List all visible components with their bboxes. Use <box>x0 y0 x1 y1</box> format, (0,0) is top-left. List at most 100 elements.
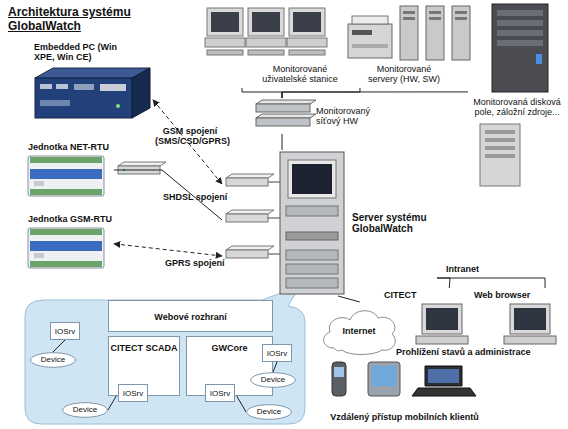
server-rack-part <box>286 250 338 260</box>
workstations <box>205 8 327 55</box>
disk-arrays-part <box>497 30 543 36</box>
embedded-pc-part <box>116 104 120 108</box>
server-modems-part <box>226 210 274 214</box>
workstations-part <box>289 8 325 36</box>
ellipse-outline <box>31 353 76 368</box>
mobile-devices-part <box>425 366 462 386</box>
node-label: IOSrv <box>119 389 147 398</box>
device-node: Jednotka GSM-RTU <box>22 212 114 272</box>
process-box: IOSrv <box>118 384 148 402</box>
servers-part <box>429 11 441 14</box>
workstations-part <box>211 12 239 32</box>
servers-part <box>403 11 415 14</box>
mobile-devices <box>332 362 476 396</box>
disk-arrays-part <box>485 130 515 134</box>
embedded-pc-part <box>100 84 126 91</box>
server-modems <box>226 174 280 258</box>
net-rtu-unit-part <box>34 181 44 186</box>
node-label: IOSrv <box>51 327 79 336</box>
servers-part <box>352 44 388 48</box>
device-node: Monitorované uživatelské stanice <box>200 2 340 88</box>
mobile-devices-part <box>412 388 476 396</box>
client-computers-part <box>510 304 550 334</box>
connector-line <box>282 92 468 98</box>
disk-arrays-part <box>497 10 543 16</box>
embedded-pc-part <box>35 68 150 78</box>
disk-arrays-part <box>536 54 542 64</box>
client-computers-part <box>504 336 556 344</box>
callout-bubble <box>25 286 305 424</box>
workstations-part <box>287 38 327 47</box>
device-node: Server systému GlobalWatch <box>222 150 437 296</box>
workstations-part <box>205 38 245 47</box>
node-label: Monitorovaný síťový HW <box>316 106 390 126</box>
node-label: IOSrv <box>206 389 234 398</box>
servers-part <box>348 24 392 58</box>
ellipse-outline <box>251 373 296 388</box>
process-box: IOSrv <box>262 344 292 362</box>
ellipse-outline <box>247 405 292 420</box>
device-node: Monitorovaný síťový HW <box>250 98 390 134</box>
embedded-pc-part <box>74 84 94 90</box>
servers-part <box>403 17 415 20</box>
server-modems-part <box>268 182 280 183</box>
connector-line <box>242 88 282 98</box>
client-computers <box>416 304 556 344</box>
device-node: CITECT <box>380 288 474 346</box>
disk-arrays-part <box>497 20 543 26</box>
workstations-part <box>246 38 286 47</box>
free-label: Prohlížení stavů a administrace <box>396 347 566 357</box>
node-label: Internet <box>318 326 400 336</box>
workstations-part <box>248 50 284 55</box>
node-label: Device <box>246 407 292 416</box>
device-node: Web browser <box>474 288 564 346</box>
node-label: Vzdálený přístup mobilních klientů <box>322 412 487 422</box>
node-label: Device <box>250 375 296 384</box>
mobile-devices-part <box>334 367 344 377</box>
node-label: IOSrv <box>263 349 291 358</box>
gsm-rtu-unit <box>28 228 104 268</box>
servers-part <box>352 30 372 35</box>
gsm-rtu-unit-part <box>30 229 102 235</box>
node-label: Device <box>30 355 76 364</box>
server-rack-part <box>286 232 338 240</box>
net-rtu-unit <box>28 156 104 196</box>
servers-part <box>429 17 441 20</box>
client-computers-part <box>514 308 546 330</box>
server-modems-part <box>268 218 280 219</box>
network-switches-part <box>256 100 316 104</box>
disk-arrays-part <box>492 4 548 92</box>
disk-arrays-part <box>480 124 520 186</box>
servers-part <box>352 16 388 24</box>
connector-line <box>437 278 450 288</box>
node-label: Webové rozhraní <box>109 312 272 322</box>
node-label: Embedded PC (Win XPE, Win CE) <box>34 42 126 62</box>
gsm-rtu-unit-part <box>30 241 102 251</box>
node-label: Web browser <box>474 290 544 300</box>
servers-part <box>400 6 418 60</box>
servers-part <box>455 11 467 14</box>
server-rack <box>280 152 344 294</box>
disk-arrays-part <box>485 154 515 158</box>
disk-arrays-part <box>485 138 515 142</box>
device-node: Jednotka NET-RTU <box>22 140 114 200</box>
network-switches-part <box>256 104 310 112</box>
mobile-devices-part <box>372 366 396 386</box>
gsm-rtu-unit-part <box>30 261 102 267</box>
mobile-devices-part <box>428 369 459 383</box>
node-label: Monitorovaná disková pole, záložní zdroj… <box>468 97 566 117</box>
network-switches-part <box>256 114 316 118</box>
server-rack-part <box>288 160 336 198</box>
modem-part <box>118 162 166 166</box>
disk-arrays-part <box>485 146 515 150</box>
server-rack-part <box>286 206 338 216</box>
workstations-part <box>248 8 284 36</box>
server-rack-part <box>280 152 344 294</box>
servers-part <box>455 17 467 20</box>
net-rtu-unit-part <box>30 157 102 163</box>
workstations-part <box>207 50 243 55</box>
diagram-title: Architektura systému GlobalWatch <box>8 5 148 33</box>
gsm-rtu-unit-part <box>34 253 44 258</box>
gsm-rtu-unit-part <box>28 228 104 268</box>
edge-label: SHDSL spojení <box>163 192 233 202</box>
